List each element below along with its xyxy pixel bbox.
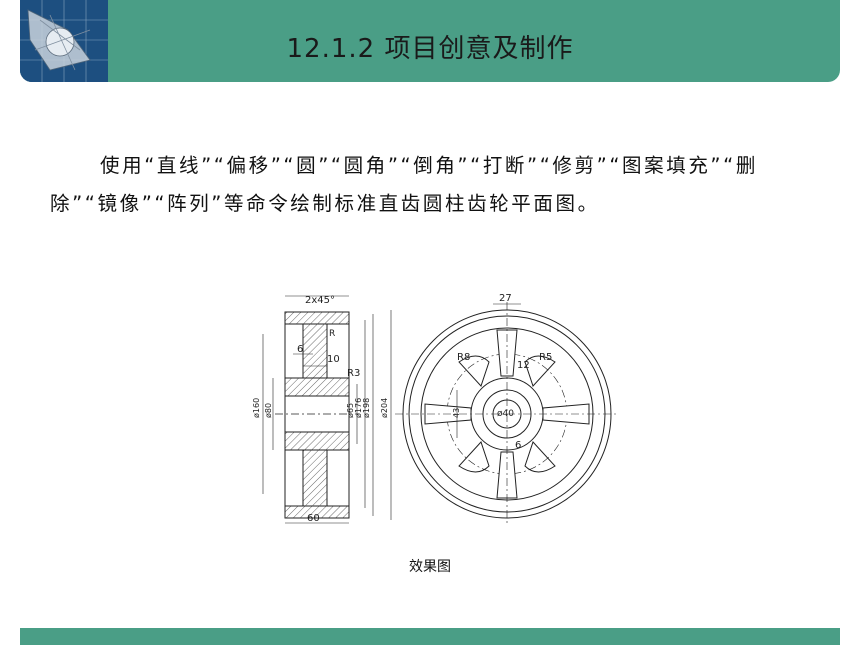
footer-bar [20, 628, 840, 645]
dim-12: 12 [517, 360, 530, 371]
dim-d40: ø40 [497, 409, 514, 419]
dim-chamfer: 2x45° [305, 295, 335, 306]
dim-d176: ø176 [354, 398, 363, 418]
dim-r: R [329, 329, 335, 339]
dim-10: 10 [327, 354, 340, 365]
dim-43: 43 [452, 408, 461, 418]
logo-image [20, 0, 108, 82]
dim-d160: ø160 [252, 398, 261, 418]
dim-d198: ø198 [362, 398, 371, 418]
page-title: 12.1.2 项目创意及制作 [286, 34, 574, 64]
dim-r5: R5 [539, 352, 552, 363]
dim-d204: ø204 [380, 398, 389, 418]
dim-27: 27 [499, 293, 512, 304]
dim-r3: R3 [347, 368, 360, 379]
gear-drawing: 2x45° 6 10 R3 ø160 ø80 ø65 ø176 ø198 ø20… [245, 290, 620, 530]
header-bar [20, 0, 840, 82]
dim-d65: ø65 [346, 403, 355, 418]
body-paragraph: 使用“直线”“偏移”“圆”“圆角”“倒角”“打断”“修剪”“图案填充”“删除”“… [50, 154, 758, 215]
dim-6b: 6 [515, 440, 521, 451]
figure-caption: 效果图 [409, 559, 451, 575]
gear-drawing-svg: 2x45° 6 10 R3 ø160 ø80 ø65 ø176 ø198 ø20… [252, 293, 619, 526]
dim-d80: ø80 [264, 403, 273, 418]
dim-r8: R8 [457, 352, 470, 363]
dim-60: 60 [307, 513, 320, 524]
dim-6: 6 [297, 344, 303, 355]
